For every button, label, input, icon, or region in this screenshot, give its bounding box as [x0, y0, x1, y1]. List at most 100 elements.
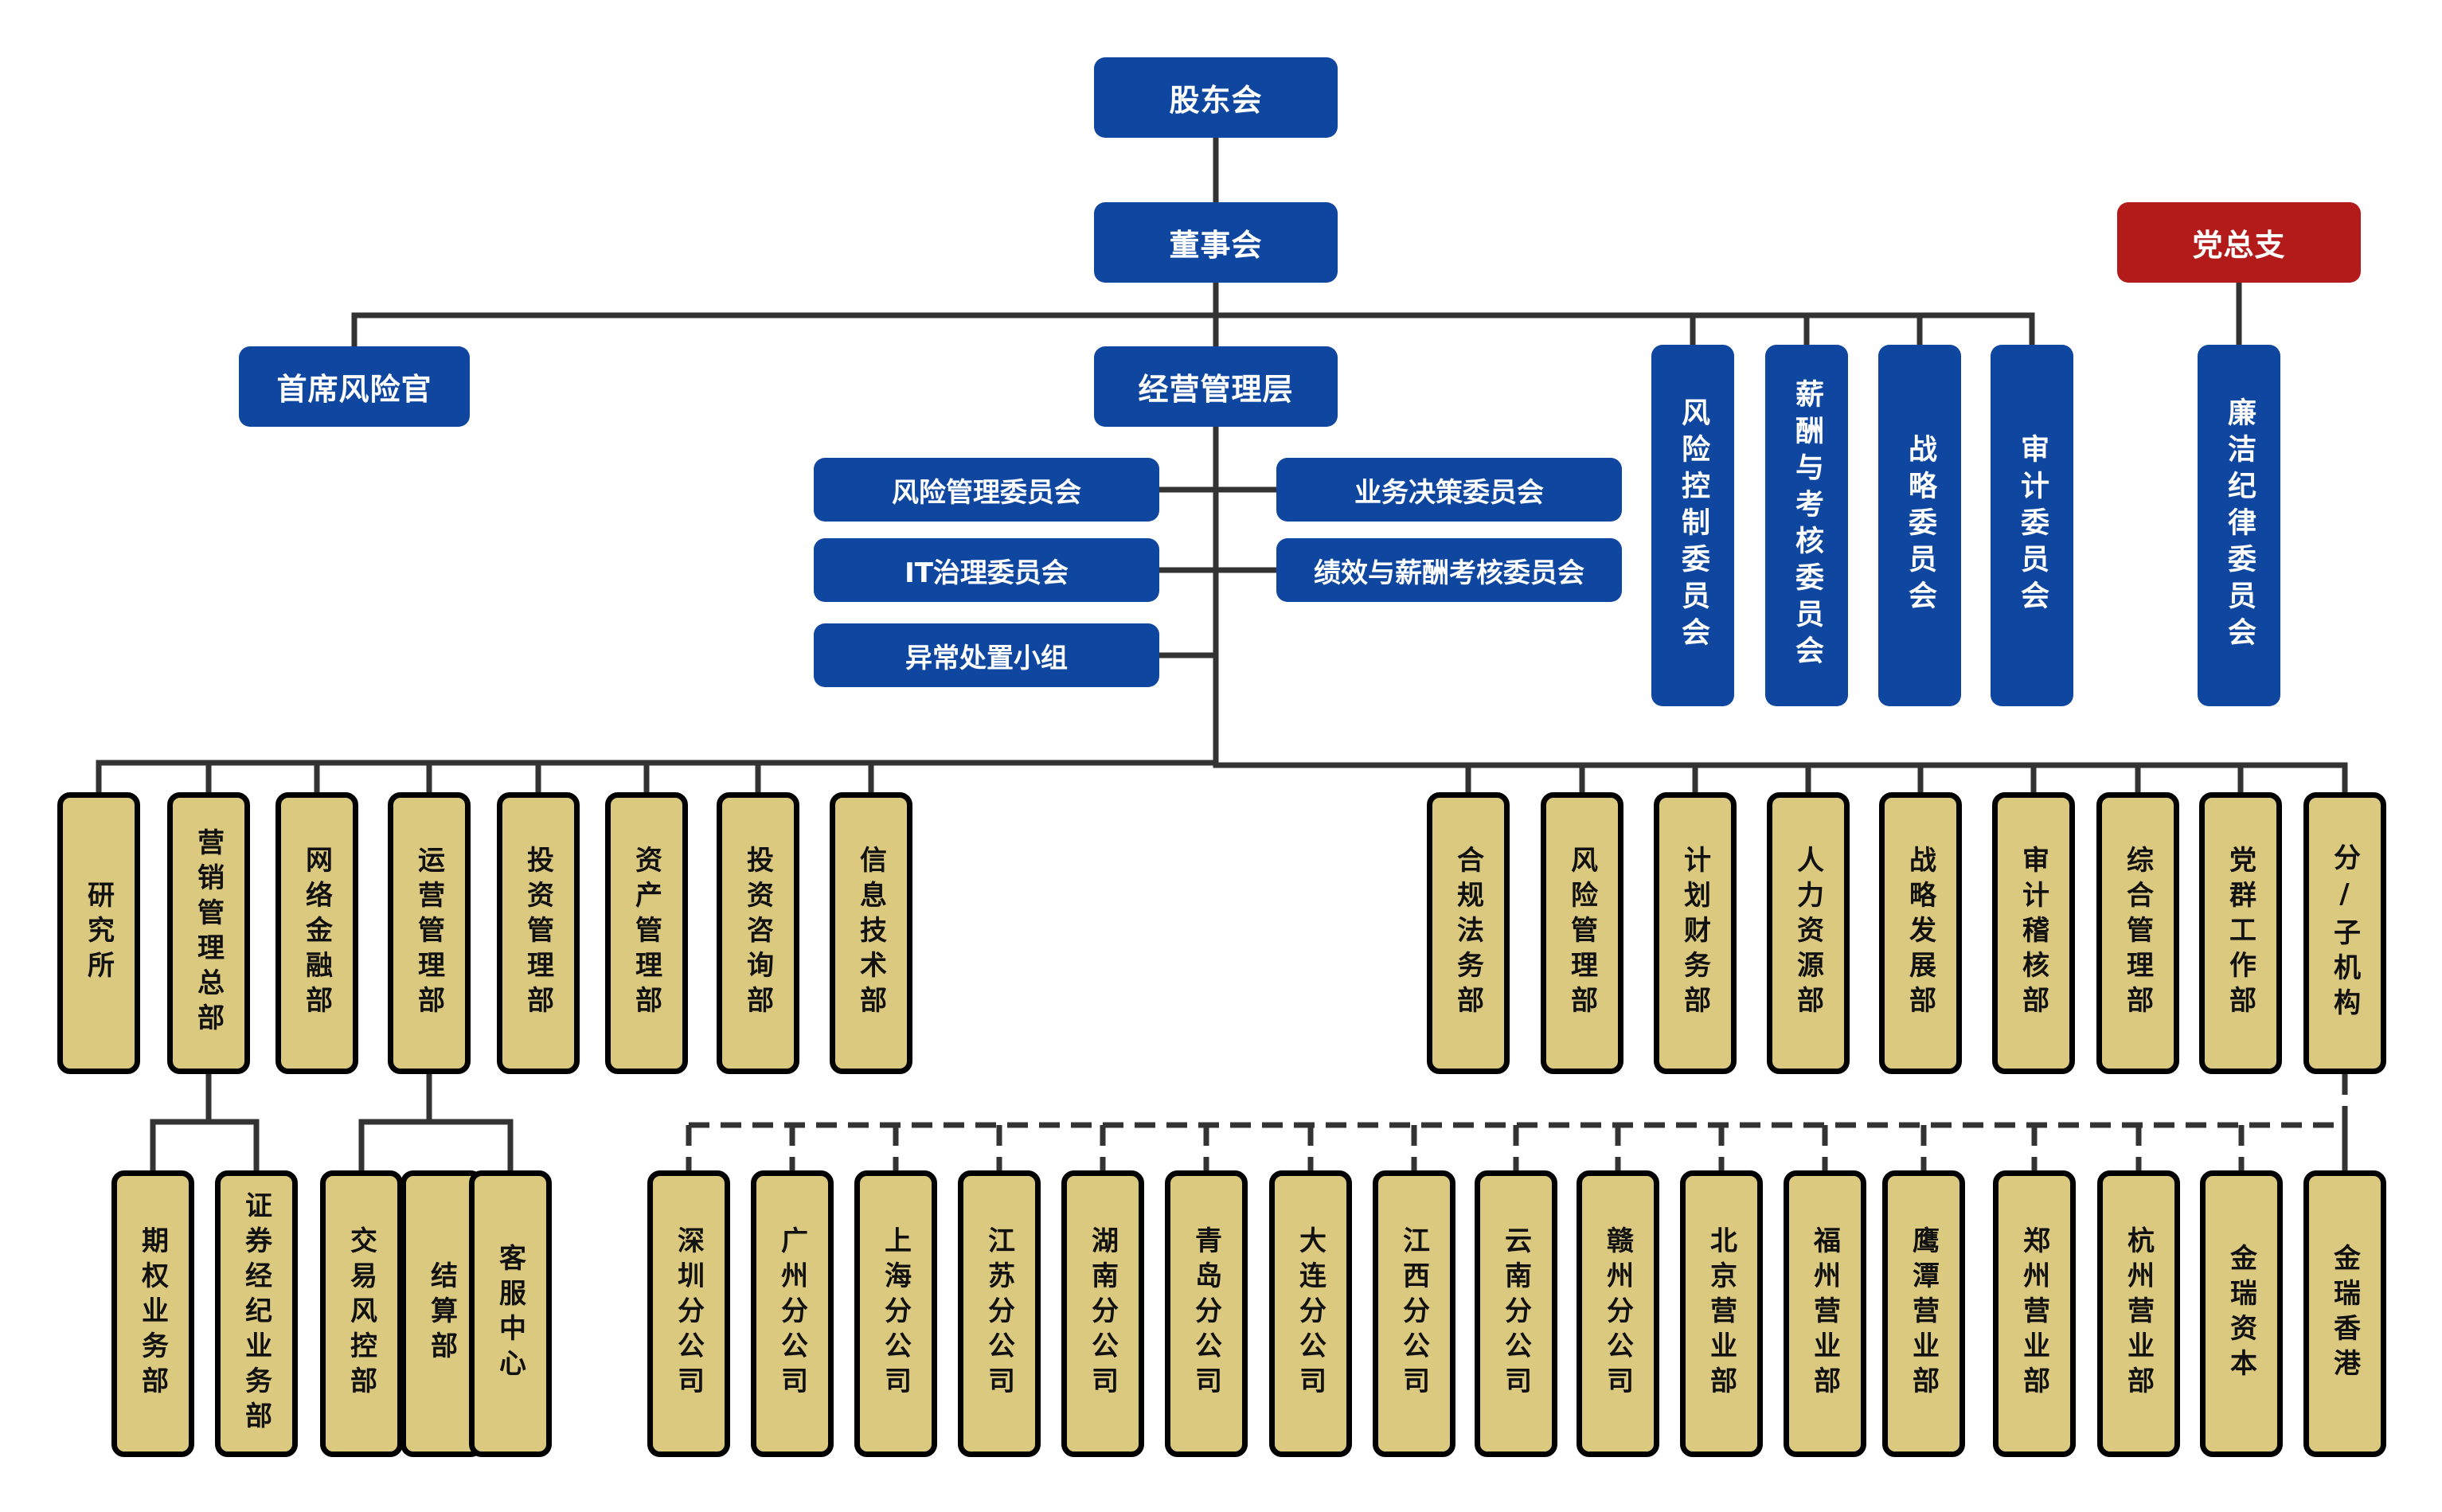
business-department-node[interactable]: 信息技术部	[830, 792, 912, 1074]
business-department-node[interactable]: 营销管理总部	[167, 792, 250, 1074]
branch-office-node[interactable]: 青岛分公司	[1165, 1170, 1248, 1457]
branch-office-node[interactable]: 鹰潭营业部	[1882, 1170, 1965, 1457]
business-department-node[interactable]: 运营管理部	[388, 792, 471, 1074]
node-label: 客服中心	[494, 1244, 526, 1384]
strategy-committee-node[interactable]: 战略委员会	[1878, 345, 1961, 706]
audit-committee-node[interactable]: 审计委员会	[1991, 345, 2073, 706]
node-label: 廉洁纪律委员会	[2223, 397, 2256, 654]
node-label: 绩效与薪酬考核委员会	[1314, 557, 1584, 589]
support-department-node[interactable]: 风险管理部	[1541, 792, 1623, 1074]
node-label: 江西分公司	[1397, 1226, 1430, 1401]
branch-office-node[interactable]: 郑州营业部	[1993, 1170, 2076, 1457]
node-label: 战略发展部	[1904, 846, 1936, 1021]
support-department-node[interactable]: 党群工作部	[2199, 792, 2282, 1074]
marketing-sub-department-node[interactable]: 证券经纪业务部	[215, 1170, 298, 1457]
node-label: 郑州营业部	[2018, 1226, 2050, 1401]
node-label: 营销管理总部	[192, 828, 225, 1038]
node-label: 广州分公司	[776, 1226, 808, 1401]
branch-office-node[interactable]: 赣州分公司	[1577, 1170, 1659, 1457]
node-label: 首席风险官	[276, 372, 432, 407]
branch-office-node[interactable]: 湖南分公司	[1061, 1170, 1144, 1457]
marketing-sub-department-node[interactable]: 期权业务部	[111, 1170, 194, 1457]
support-department-node[interactable]: 人力资源部	[1767, 792, 1850, 1074]
branch-office-node[interactable]: 金瑞资本	[2200, 1170, 2283, 1457]
node-label: 金瑞资本	[2225, 1244, 2257, 1384]
node-label: 薪酬与考核委员会	[1791, 379, 1823, 672]
node-label: 金瑞香港	[2328, 1244, 2361, 1384]
business-department-node[interactable]: 网络金融部	[275, 792, 358, 1074]
node-label: 运营管理部	[412, 846, 445, 1021]
support-department-node[interactable]: 综合管理部	[2096, 792, 2179, 1074]
node-label: 股东会	[1169, 83, 1263, 118]
node-label: IT治理委员会	[905, 557, 1069, 589]
operations-sub-department-node[interactable]: 客服中心	[469, 1170, 552, 1457]
node-label: 青岛分公司	[1190, 1226, 1222, 1401]
compensation-assessment-committee-node[interactable]: 薪酬与考核委员会	[1765, 345, 1848, 706]
node-label: 战略委员会	[1904, 434, 1936, 617]
branch-office-node[interactable]: 深圳分公司	[647, 1170, 730, 1457]
node-label: 资产管理部	[630, 846, 662, 1021]
node-label: 计划财务部	[1678, 846, 1711, 1021]
risk-control-committee-node[interactable]: 风险控制委员会	[1651, 345, 1734, 706]
node-label: 投资管理部	[522, 846, 554, 1021]
node-label: 鹰潭营业部	[1907, 1226, 1940, 1401]
shareholders-meeting-node[interactable]: 股东会	[1094, 57, 1338, 138]
business-department-node[interactable]: 研究所	[57, 792, 140, 1074]
branch-office-node[interactable]: 福州营业部	[1784, 1170, 1866, 1457]
node-label: 福州营业部	[1808, 1226, 1841, 1401]
node-label: 云南分公司	[1499, 1226, 1532, 1401]
node-label: 审计委员会	[2016, 434, 2049, 617]
connector-operations-sub	[358, 1071, 514, 1174]
node-label: 交易风控部	[345, 1226, 377, 1401]
board-of-directors-node[interactable]: 董事会	[1094, 202, 1338, 283]
node-label: 研究所	[82, 881, 115, 986]
business-department-node[interactable]: 投资咨询部	[717, 792, 799, 1074]
node-label: 党群工作部	[2224, 846, 2256, 1021]
branch-office-node[interactable]: 北京营业部	[1680, 1170, 1763, 1457]
support-department-node[interactable]: 分/子机构	[2303, 792, 2386, 1074]
support-department-node[interactable]: 审计稽核部	[1992, 792, 2075, 1074]
business-department-node[interactable]: 投资管理部	[497, 792, 580, 1074]
node-label: 深圳分公司	[672, 1226, 705, 1401]
branch-office-node[interactable]: 上海分公司	[854, 1170, 937, 1457]
node-label: 赣州分公司	[1601, 1226, 1634, 1401]
it-governance-committee-node[interactable]: IT治理委员会	[814, 538, 1159, 602]
operations-sub-department-node[interactable]: 交易风控部	[320, 1170, 403, 1457]
branch-office-node[interactable]: 杭州营业部	[2097, 1170, 2180, 1457]
node-label: 党总支	[2192, 228, 2286, 263]
risk-management-committee-node[interactable]: 风险管理委员会	[814, 458, 1159, 522]
node-label: 异常处置小组	[905, 642, 1068, 674]
branch-office-node[interactable]: 广州分公司	[751, 1170, 834, 1457]
node-label: 风险管理部	[1565, 846, 1598, 1021]
chief-risk-officer-node[interactable]: 首席风险官	[239, 346, 470, 427]
branch-office-node[interactable]: 云南分公司	[1475, 1170, 1557, 1457]
node-label: 合规法务部	[1452, 846, 1484, 1021]
performance-compensation-committee-node[interactable]: 绩效与薪酬考核委员会	[1276, 538, 1622, 602]
node-label: 杭州营业部	[2122, 1226, 2155, 1401]
node-label: 结算部	[425, 1261, 458, 1366]
integrity-discipline-committee-node[interactable]: 廉洁纪律委员会	[2198, 345, 2280, 706]
incident-response-group-node[interactable]: 异常处置小组	[814, 623, 1159, 687]
node-label: 大连分公司	[1294, 1226, 1326, 1401]
node-label: 综合管理部	[2121, 846, 2154, 1021]
node-label: 投资咨询部	[741, 846, 774, 1021]
node-label: 分/子机构	[2328, 843, 2361, 1023]
branch-office-node[interactable]: 江苏分公司	[958, 1170, 1041, 1457]
branch-office-node[interactable]: 江西分公司	[1373, 1170, 1455, 1457]
connector-marketing-sub	[150, 1071, 260, 1174]
support-department-node[interactable]: 计划财务部	[1654, 792, 1737, 1074]
node-label: 信息技术部	[854, 846, 887, 1021]
node-label: 风险控制委员会	[1677, 397, 1709, 654]
branch-office-node[interactable]: 大连分公司	[1269, 1170, 1352, 1457]
support-department-node[interactable]: 合规法务部	[1427, 792, 1510, 1074]
party-branch-node[interactable]: 党总支	[2117, 202, 2361, 283]
node-label: 北京营业部	[1705, 1226, 1737, 1401]
branch-office-node[interactable]: 金瑞香港	[2303, 1170, 2386, 1457]
node-label: 江苏分公司	[983, 1226, 1015, 1401]
support-department-node[interactable]: 战略发展部	[1879, 792, 1962, 1074]
node-label: 风险管理委员会	[892, 476, 1081, 509]
business-department-node[interactable]: 资产管理部	[605, 792, 688, 1074]
business-decision-committee-node[interactable]: 业务决策委员会	[1276, 458, 1622, 522]
management-layer-node[interactable]: 经营管理层	[1094, 346, 1338, 427]
